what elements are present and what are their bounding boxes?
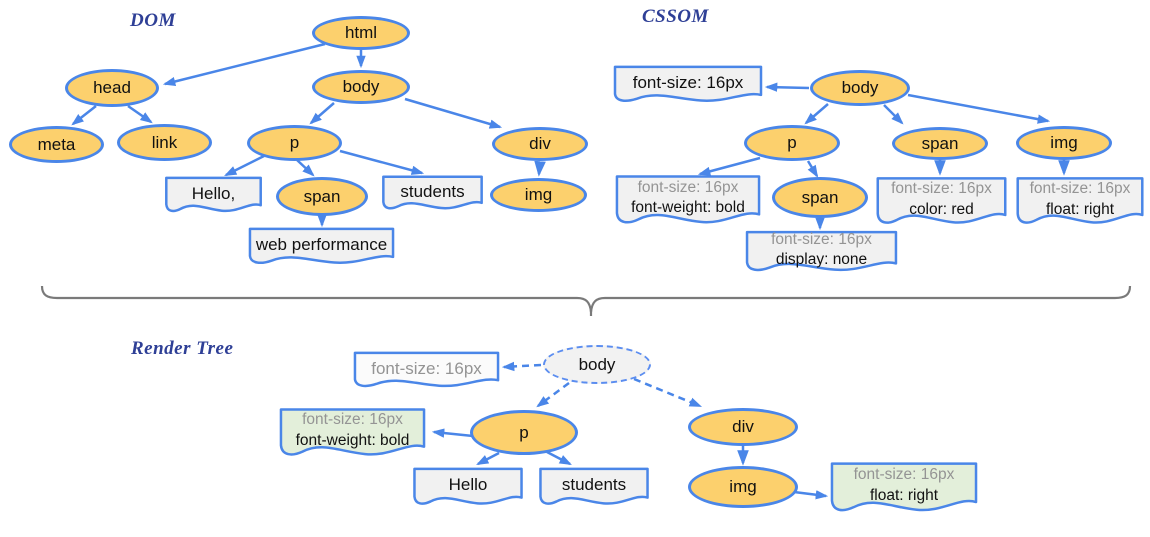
render-style-p: font-size: 16px font-weight: bold xyxy=(279,407,426,464)
render-style-img-line1: font-size: 16px xyxy=(853,466,955,484)
dom-textnode-hello: Hello, xyxy=(165,176,262,218)
dom-node-meta: meta xyxy=(9,126,104,163)
render-node-div: div xyxy=(688,408,798,446)
dom-node-meta-label: meta xyxy=(37,134,76,154)
edge-cssom-p-span xyxy=(806,160,819,178)
render-node-img: img xyxy=(688,466,798,508)
cssom-style-span-p-line2: display: none xyxy=(775,251,868,269)
render-node-p-label: p xyxy=(519,422,529,442)
cssom-style-body-line1: font-size: 16px xyxy=(632,73,744,93)
cssom-node-span-p: span xyxy=(772,177,868,218)
dom-node-head-label: head xyxy=(93,78,131,97)
render-node-div-label: div xyxy=(732,417,754,436)
cssom-node-img-label: img xyxy=(1050,133,1078,152)
render-style-img: font-size: 16px float: right xyxy=(830,461,978,520)
edge-render-p-students xyxy=(546,450,572,466)
edge-cssom-body-style xyxy=(764,82,810,92)
edge-p-students xyxy=(339,149,425,175)
dom-node-head: head xyxy=(65,69,159,107)
cssom-tree-title: CSSOM xyxy=(642,6,709,27)
dom-node-div-label: div xyxy=(529,134,551,153)
render-style-p-line1: font-size: 16px xyxy=(302,411,403,429)
edge-render-body-p xyxy=(536,381,570,408)
dom-textnode-hello-label: Hello, xyxy=(191,183,236,203)
cssom-style-img-line1: font-size: 16px xyxy=(1029,180,1131,198)
edge-p-hello xyxy=(224,154,265,177)
edge-cssom-body-span xyxy=(883,104,904,125)
render-node-body-label: body xyxy=(578,354,616,374)
cssom-node-body-label: body xyxy=(841,78,879,97)
edge-body-p xyxy=(309,102,335,125)
cssom-node-span-body: span xyxy=(892,127,988,160)
edge-cssom-body-img xyxy=(907,93,1051,124)
edge-render-body-style xyxy=(501,361,542,372)
cssom-style-span-body: font-size: 16px color: red xyxy=(876,176,1007,232)
cssom-style-span-p: font-size: 16px display: none xyxy=(745,230,898,278)
cssom-node-img: img xyxy=(1016,126,1112,160)
dom-textnode-web-performance: web performance xyxy=(248,227,395,270)
dom-node-link-label: link xyxy=(151,132,178,152)
cssom-node-span-p-label: span xyxy=(801,187,839,207)
render-textnode-hello-label: Hello xyxy=(448,475,488,495)
render-style-body: font-size: 16px xyxy=(353,351,500,393)
render-textnode-students: students xyxy=(539,467,649,511)
dom-tree-title: DOM xyxy=(130,10,176,31)
edge-head-link xyxy=(127,104,153,124)
edge-render-p-hello xyxy=(476,451,500,466)
dom-node-p-label: p xyxy=(289,133,300,152)
render-style-p-line2: font-weight: bold xyxy=(295,431,410,449)
cssom-style-body: font-size: 16px xyxy=(613,65,763,108)
edge-p-span xyxy=(296,159,315,177)
render-style-img-line2: float: right xyxy=(869,486,939,504)
render-node-img-label: img xyxy=(729,477,757,496)
dom-node-body-label: body xyxy=(342,77,380,96)
cssom-style-span-p-line1: font-size: 16px xyxy=(771,230,872,248)
cssom-style-p-line1: font-size: 16px xyxy=(637,178,739,196)
edge-cssom-p-style xyxy=(697,156,761,176)
cssom-style-p: font-size: 16px font-weight: bold xyxy=(615,174,761,232)
cssom-style-img: font-size: 16px float: right xyxy=(1016,176,1144,232)
dom-node-img-label: img xyxy=(524,185,553,204)
combine-bracket xyxy=(40,285,1132,313)
render-tree-title: Render Tree xyxy=(131,338,234,359)
edge-head-meta xyxy=(71,105,97,126)
dom-node-span-label: span xyxy=(303,186,341,206)
dom-node-span: span xyxy=(276,177,368,216)
dom-node-body: body xyxy=(312,70,410,104)
render-node-p: p xyxy=(470,410,578,455)
dom-node-img: img xyxy=(490,178,587,212)
cssom-node-span-body-label: span xyxy=(921,133,959,153)
cssom-style-span-body-line1: font-size: 16px xyxy=(891,180,992,198)
dom-node-p: p xyxy=(247,125,342,161)
dom-textnode-students-label: students xyxy=(400,181,465,201)
dom-node-html-label: html xyxy=(344,23,378,42)
render-style-body-line1: font-size: 16px xyxy=(371,358,482,378)
edge-render-body-div xyxy=(633,377,703,408)
dom-node-html: html xyxy=(312,16,410,50)
dom-textnode-web-performance-label: web performance xyxy=(255,235,388,255)
cssom-node-p-label: p xyxy=(787,133,797,152)
cssom-style-p-line2: font-weight: bold xyxy=(631,199,745,217)
render-textnode-students-label: students xyxy=(561,475,627,495)
edge-html-head xyxy=(162,42,326,87)
edge-body-div xyxy=(404,97,503,129)
cssom-node-p: p xyxy=(744,125,840,161)
dom-textnode-students: students xyxy=(382,175,483,215)
dom-node-div: div xyxy=(492,127,588,161)
render-node-body: body xyxy=(543,345,651,384)
edge-div-img xyxy=(534,160,546,177)
dom-node-link: link xyxy=(117,124,212,161)
edge-render-p-style xyxy=(431,428,474,438)
cssom-style-img-line2: float: right xyxy=(1045,200,1115,218)
render-textnode-hello: Hello xyxy=(413,467,523,511)
edge-cssom-body-p xyxy=(804,103,829,125)
cssom-style-span-body-line2: color: red xyxy=(909,200,974,218)
cssom-node-body: body xyxy=(810,70,910,106)
edge-render-img-style xyxy=(793,490,829,500)
